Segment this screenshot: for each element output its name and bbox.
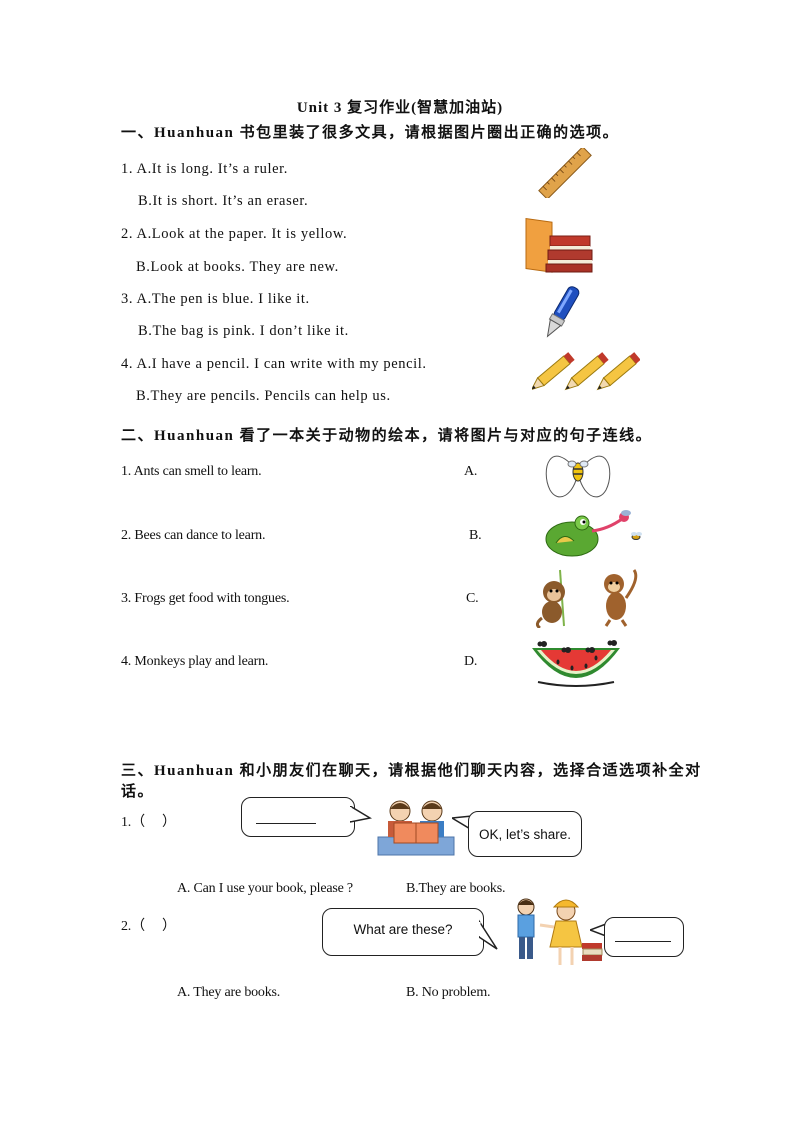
q4-option-b: B.They are pencils. Pencils can help us. <box>136 388 391 404</box>
dialog1-reply-text: OK, let’s share. <box>478 826 572 842</box>
dialog2-number: 2.（ ） <box>121 919 176 934</box>
dialog2-option-a: A. They are books. <box>177 985 281 1000</box>
match-sentence-4: 4. Monkeys play and learn. <box>121 654 269 669</box>
bee-dance-icon <box>545 455 611 498</box>
dialog1-blank-bubble <box>241 797 355 837</box>
match-letter-a: A. <box>464 464 478 479</box>
ruler-icon <box>538 148 592 198</box>
q4-option-a: 4. A.I have a pencil. I can write with m… <box>121 356 427 372</box>
books-icon <box>525 217 593 273</box>
bubble-tail <box>350 806 372 823</box>
bubble-tail <box>479 919 498 950</box>
match-letter-d: D. <box>464 654 478 669</box>
q3-option-a: 3. A.The pen is blue. I like it. <box>121 291 310 307</box>
dialog1-number: 1.（ ） <box>121 815 176 830</box>
dialog2-question-bubble: What are these? <box>322 908 484 956</box>
answer-blank-line <box>256 822 316 824</box>
frog-icon <box>545 510 642 557</box>
answer-blank-line <box>615 940 671 942</box>
kids-reading-icon <box>377 800 455 856</box>
kids-with-books-icon <box>517 898 603 965</box>
section3-heading-line1: 三、Huanhuan 和小朋友们在聊天，请根据他们聊天内容，选择合适选项补全对 <box>121 763 702 779</box>
dialog2-option-b: B. No problem. <box>406 985 491 1000</box>
pen-icon <box>546 286 580 338</box>
page-title: Unit 3 复习作业(智慧加油站) <box>296 100 504 116</box>
q3-option-b: B.The bag is pink. I don’t like it. <box>138 323 349 339</box>
dialog1-reply-bubble: OK, let’s share. <box>468 811 582 857</box>
q1-option-b: B.It is short. It’s an eraser. <box>138 193 309 209</box>
section1-heading: 一、Huanhuan 书包里装了很多文具，请根据图片圈出正确的选项。 <box>121 125 620 141</box>
pencils-icon <box>532 352 640 391</box>
dialog2-blank-bubble <box>604 917 684 957</box>
match-letter-c: C. <box>466 591 479 606</box>
ants-watermelon-icon <box>532 640 620 687</box>
q1-option-a: 1. A.It is long. It’s a ruler. <box>121 161 289 177</box>
q2-option-b: B.Look at books. They are new. <box>136 259 339 275</box>
dialog1-option-a: A. Can I use your book, please ? <box>177 881 353 896</box>
dialog2-question-text: What are these? <box>353 921 453 937</box>
dialog1-option-b: B.They are books. <box>406 881 506 896</box>
match-sentence-1: 1. Ants can smell to learn. <box>121 464 262 479</box>
q2-option-a: 2. A.Look at the paper. It is yellow. <box>121 226 348 242</box>
section3-heading-line2: 话。 <box>121 784 155 800</box>
monkeys-icon <box>535 569 638 628</box>
match-letter-b: B. <box>469 528 482 543</box>
match-sentence-3: 3. Frogs get food with tongues. <box>121 591 290 606</box>
match-sentence-2: 2. Bees can dance to learn. <box>121 528 266 543</box>
section2-heading: 二、Huanhuan 看了一本关于动物的绘本，请将图片与对应的句子连线。 <box>121 428 653 444</box>
